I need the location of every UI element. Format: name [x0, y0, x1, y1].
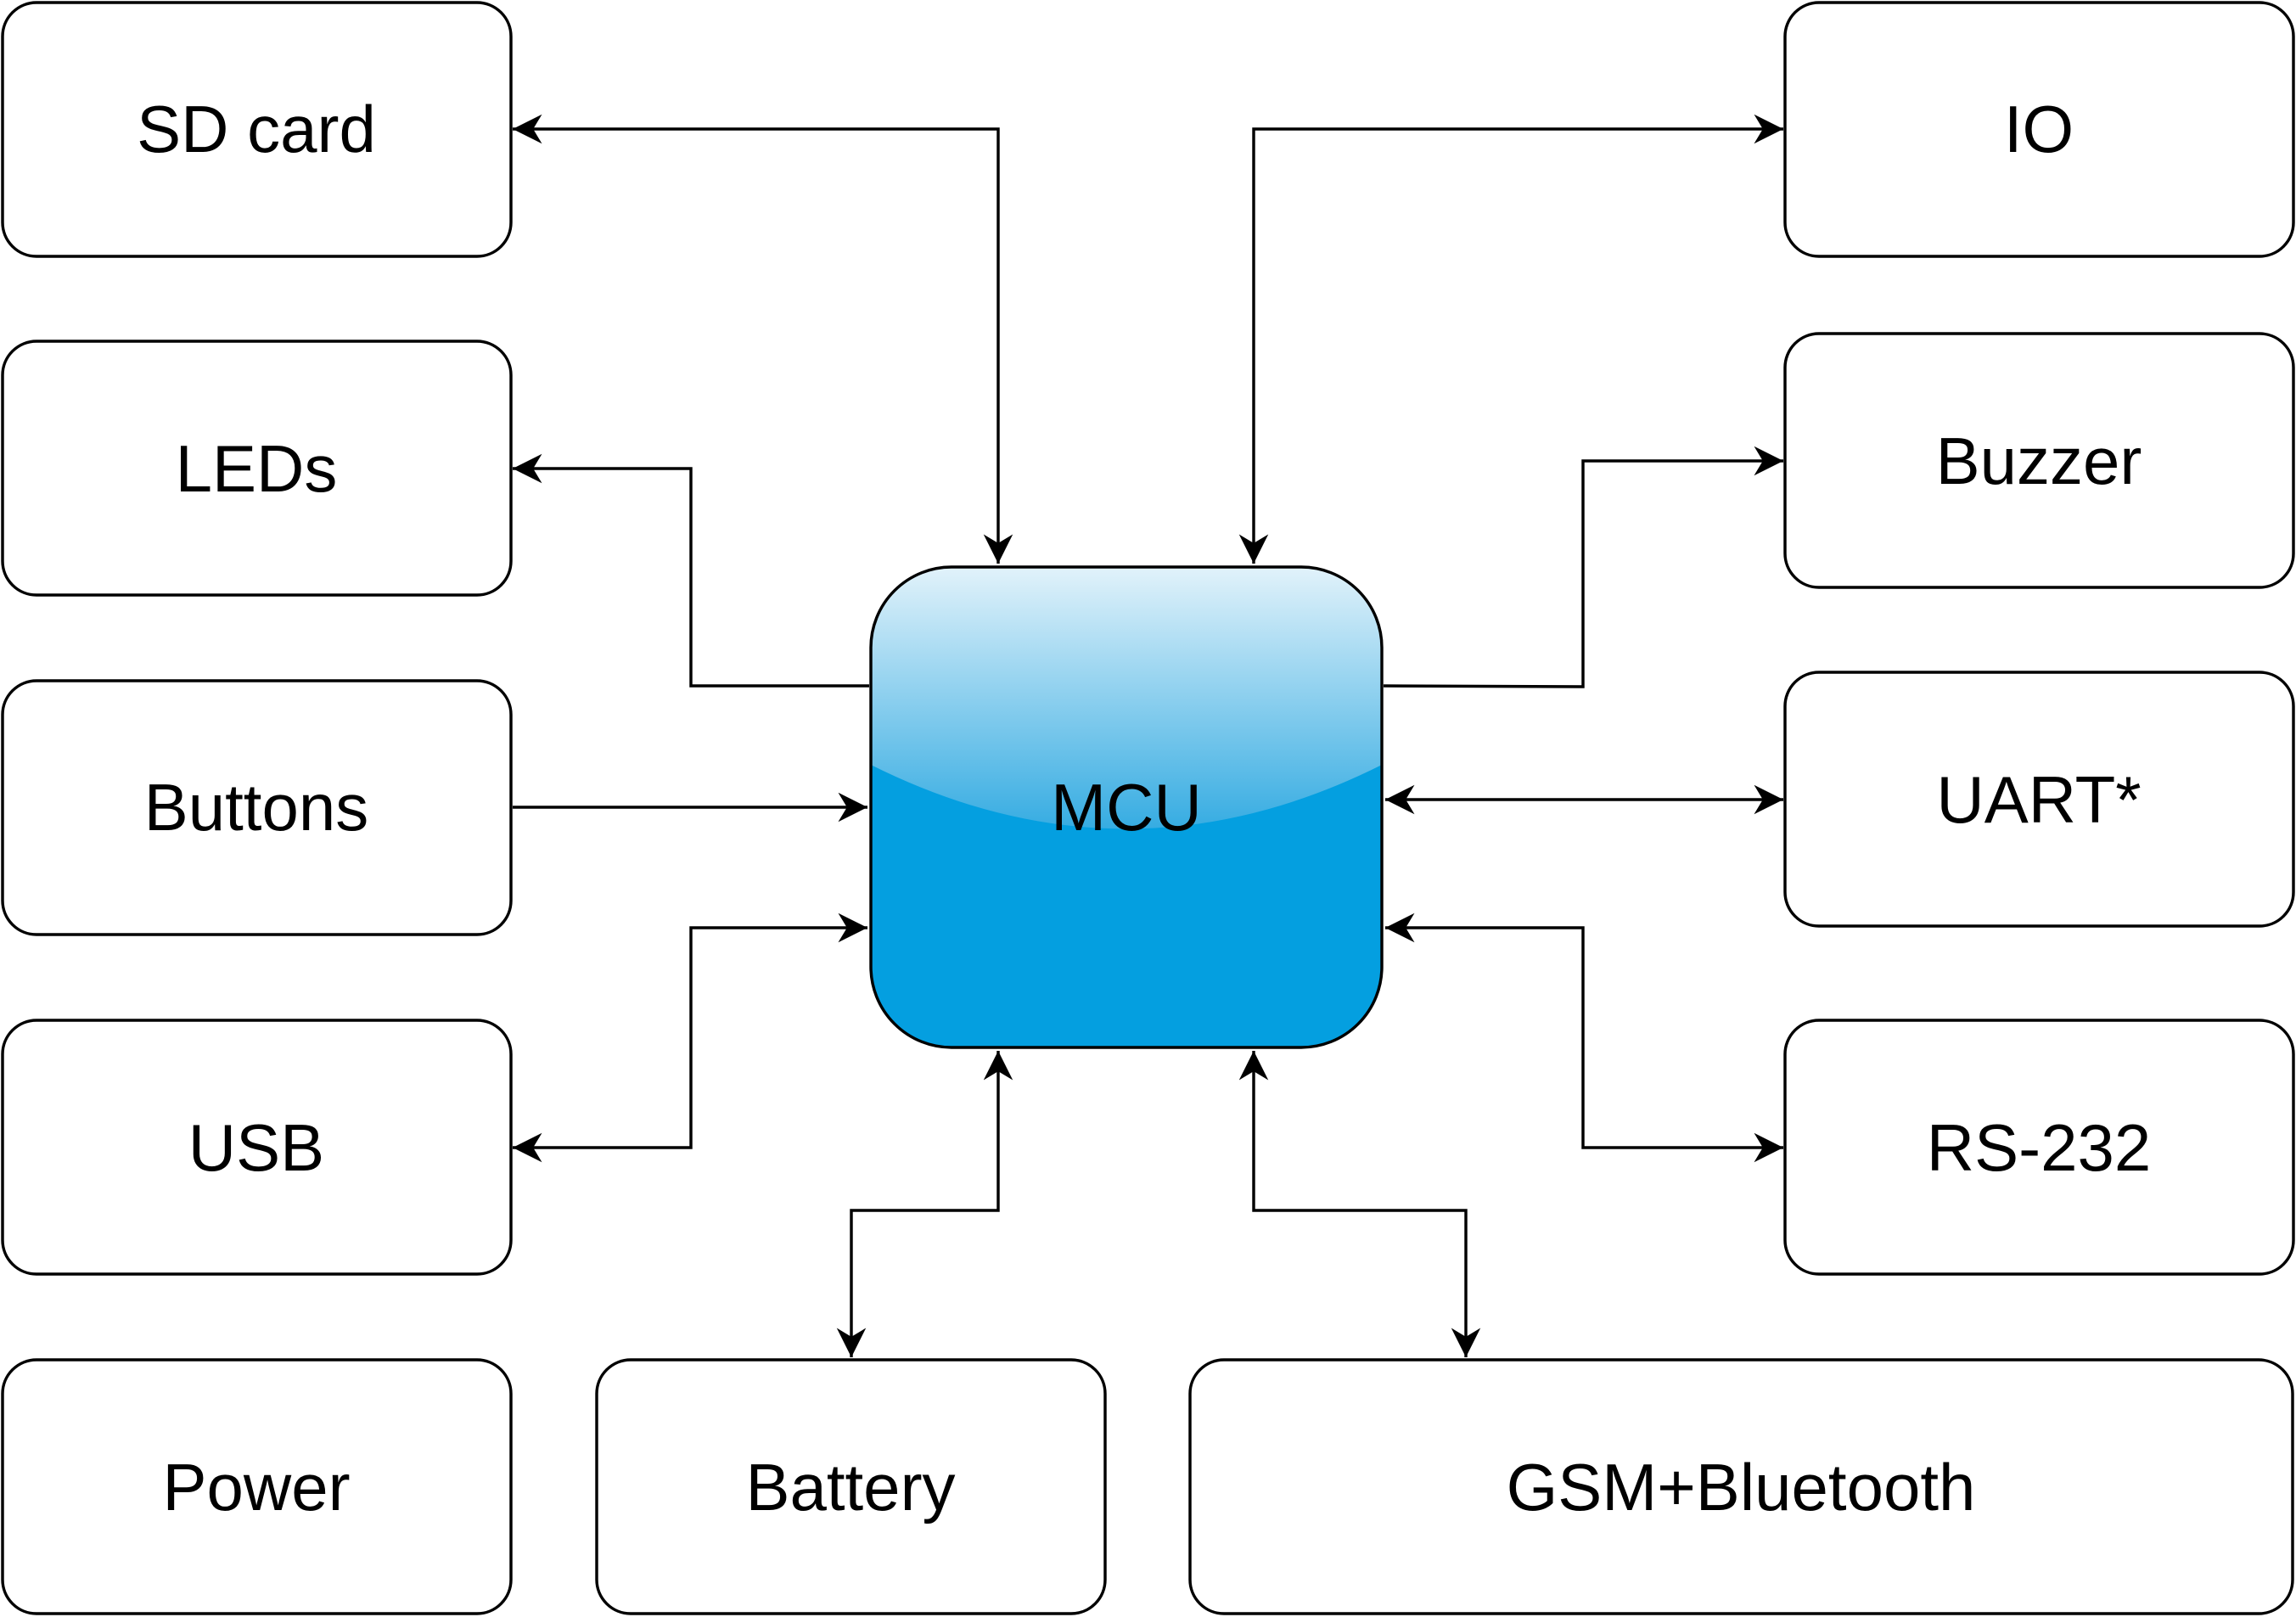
- leds-box: LEDs: [1, 340, 513, 597]
- buzzer-label: Buzzer: [1936, 424, 2142, 498]
- mcu-outline: [869, 565, 1384, 1049]
- mcu-block: MCU: [869, 565, 1384, 1049]
- edge-mcu-battery: [836, 1051, 1013, 1357]
- sd-card-box: SD card: [1, 1, 513, 258]
- edge-mcu-io: [1238, 114, 1783, 564]
- edge-mcu-buzzer: [1383, 446, 1783, 688]
- uart-label: UART*: [1936, 762, 2141, 837]
- battery-label: Battery: [745, 1450, 955, 1524]
- edge-mcu-rs232: [1385, 912, 1783, 1163]
- io-label: IO: [2004, 92, 2074, 166]
- edge-mcu-leds: [513, 453, 869, 688]
- edge-mcu-sd-card: [513, 114, 1013, 564]
- gsm-bluetooth-box: GSM+Bluetooth: [1188, 1358, 2294, 1615]
- leds-label: LEDs: [176, 431, 338, 506]
- usb-label: USB: [188, 1110, 324, 1185]
- edge-mcu-gsm-bluetooth: [1238, 1051, 1481, 1357]
- rs232-label: RS-232: [1927, 1110, 2151, 1185]
- gsm-bluetooth-label: GSM+Bluetooth: [1507, 1450, 1976, 1524]
- rs232-box: RS-232: [1783, 1019, 2295, 1276]
- buttons-label: Buttons: [144, 770, 369, 845]
- mcu-label: MCU: [1051, 770, 1202, 845]
- connectors: [513, 114, 1783, 1357]
- io-box: IO: [1783, 1, 2295, 258]
- buzzer-box: Buzzer: [1783, 332, 2295, 589]
- buttons-box: Buttons: [1, 679, 513, 936]
- power-label: Power: [162, 1450, 350, 1524]
- edge-mcu-usb: [513, 912, 867, 1163]
- mcu-gloss: [871, 567, 1382, 829]
- usb-box: USB: [1, 1019, 513, 1276]
- power-box: Power: [1, 1358, 513, 1615]
- uart-box: UART*: [1783, 671, 2295, 928]
- battery-box: Battery: [595, 1358, 1107, 1615]
- sd-card-label: SD card: [137, 92, 376, 166]
